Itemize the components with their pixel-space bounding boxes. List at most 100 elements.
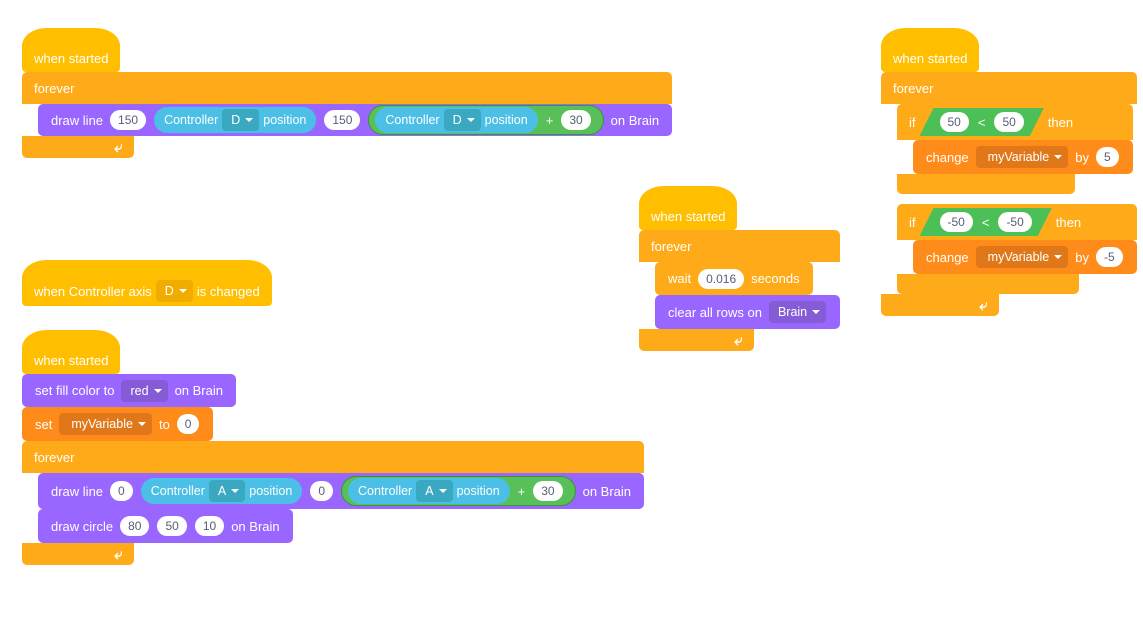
forever-body[interactable]: if 50 < 50 then change (897, 104, 1137, 294)
hat-block-when-started[interactable]: when started (22, 28, 121, 72)
draw-circle-radius-input[interactable]: 10 (194, 516, 225, 536)
draw-line-x1-input[interactable]: 0 (110, 481, 133, 501)
clear-all-rows-block[interactable]: clear all rows on Brain (655, 295, 841, 329)
draw-line-y1-input[interactable]: 0 (310, 481, 334, 501)
if-block[interactable]: if 50 < 50 then change (897, 104, 1133, 194)
controller-axis-dropdown[interactable]: A (416, 480, 453, 502)
less-than-right-input[interactable]: 50 (994, 112, 1023, 132)
script-stack-draw-line-a[interactable]: when started set fill color to red on Br… (22, 330, 645, 565)
forever-footer[interactable]: ⤷ (22, 543, 134, 565)
draw-line-block[interactable]: draw line 150 Controller D position 150 (38, 104, 673, 136)
device-dropdown[interactable]: Brain (768, 301, 827, 323)
variable-name-value: myVariable (987, 150, 1050, 164)
script-stack-controller-axis-hat[interactable]: when Controller axis D is changed (22, 260, 272, 306)
variable-name-value: myVariable (987, 250, 1050, 264)
forever-footer[interactable]: ⤷ (881, 294, 999, 316)
change-variable-prefix-label: change (926, 249, 969, 265)
forever-block[interactable]: forever if 50 < 50 then (881, 72, 1137, 316)
less-than-hexagon[interactable]: -50 < -50 (920, 208, 1052, 236)
operator-symbol: + (545, 112, 554, 128)
hat-label: when started (34, 352, 109, 368)
variable-name-value: myVariable (71, 417, 133, 431)
if-body[interactable]: change myVariable by 5 (913, 140, 1133, 174)
variable-dropdown[interactable]: myVariable (975, 146, 1069, 168)
forever-header[interactable]: forever (22, 72, 673, 104)
controller-axis-dropdown[interactable]: A (208, 480, 246, 502)
script-stack-if-variable[interactable]: when started forever if 50 < 50 (881, 28, 1137, 316)
controller-position-reporter-2[interactable]: Controller A position (348, 478, 510, 504)
controller-suffix-label: position (249, 484, 293, 498)
change-variable-block[interactable]: change myVariable by -5 (913, 240, 1137, 274)
controller-position-reporter-1[interactable]: Controller A position (140, 478, 303, 504)
draw-circle-block[interactable]: draw circle 80 50 10 on Brain (38, 509, 293, 543)
forever-header[interactable]: forever (639, 230, 841, 262)
script-stack-draw-line-d[interactable]: when started forever draw line 150 Contr… (22, 28, 673, 158)
draw-circle-x-input[interactable]: 80 (120, 516, 150, 536)
controller-prefix-label: Controller (150, 484, 205, 498)
change-variable-value-input[interactable]: 5 (1096, 147, 1119, 167)
draw-line-block[interactable]: draw line 0 Controller A position 0 Co (38, 473, 645, 509)
if-footer[interactable] (897, 174, 1075, 194)
draw-line-x1-input[interactable]: 150 (110, 110, 147, 130)
set-variable-block[interactable]: set myVariable to 0 (22, 407, 214, 441)
forever-header[interactable]: forever (881, 72, 1137, 104)
draw-line-y1-input[interactable]: 150 (324, 110, 361, 130)
forever-block[interactable]: forever draw line 0 Controller A positio… (22, 441, 645, 565)
forever-footer[interactable]: ⤷ (22, 136, 134, 158)
wait-prefix-label: wait (668, 271, 692, 286)
chevron-down-icon (245, 118, 254, 122)
forever-block[interactable]: forever draw line 150 Controller D posit… (22, 72, 673, 158)
controller-prefix-label: Controller (385, 113, 440, 127)
change-variable-prefix-label: change (926, 149, 969, 165)
controller-position-reporter-1[interactable]: Controller D position (154, 107, 317, 133)
add-operator-block[interactable]: Controller A position + 30 (341, 476, 576, 506)
controller-axis-dropdown[interactable]: D (443, 109, 481, 131)
less-than-operator-block[interactable]: -50 < -50 (920, 208, 1052, 236)
forever-body[interactable]: draw line 0 Controller A position 0 Co (38, 473, 645, 543)
less-than-symbol: < (977, 114, 986, 130)
less-than-operator-block[interactable]: 50 < 50 (920, 108, 1044, 136)
add-operator-block[interactable]: Controller D position + 30 (368, 105, 604, 135)
if-header[interactable]: if 50 < 50 then (897, 104, 1133, 140)
hat-block-when-started[interactable]: when started (22, 330, 121, 374)
forever-body[interactable]: wait 0.016 seconds clear all rows on Bra… (655, 262, 841, 329)
operand-input[interactable]: 30 (533, 481, 563, 501)
controller-position-reporter-2[interactable]: Controller D position (375, 107, 538, 133)
controller-axis-dropdown[interactable]: D (222, 109, 260, 131)
if-header[interactable]: if -50 < -50 then (897, 204, 1137, 240)
controller-suffix-label: position (484, 113, 528, 127)
controller-axis-value: D (231, 113, 241, 127)
forever-header[interactable]: forever (22, 441, 645, 473)
if-footer[interactable] (897, 274, 1079, 294)
fill-color-dropdown[interactable]: red (121, 379, 168, 402)
less-than-hexagon[interactable]: 50 < 50 (920, 108, 1044, 136)
controller-axis-dropdown[interactable]: D (155, 280, 193, 302)
forever-block[interactable]: forever wait 0.016 seconds clear all row… (639, 230, 841, 351)
variable-dropdown[interactable]: myVariable (59, 413, 152, 435)
forever-label: forever (34, 80, 75, 96)
hat-label: when started (893, 50, 968, 66)
script-stack-clear-rows[interactable]: when started forever wait 0.016 seconds … (639, 186, 841, 351)
variable-dropdown[interactable]: myVariable (975, 246, 1069, 268)
set-variable-value-input[interactable]: 0 (176, 414, 200, 434)
change-variable-value-input[interactable]: -5 (1096, 247, 1123, 267)
forever-footer[interactable]: ⤷ (639, 329, 754, 351)
set-fill-color-block[interactable]: set fill color to red on Brain (22, 374, 236, 407)
less-than-right-input[interactable]: -50 (998, 212, 1031, 232)
then-label: then (1047, 114, 1074, 130)
wait-block[interactable]: wait 0.016 seconds (655, 262, 813, 295)
forever-body[interactable]: draw line 150 Controller D position 150 (38, 104, 673, 136)
if-block[interactable]: if -50 < -50 then change (897, 204, 1137, 294)
hat-block-when-controller-axis-changed[interactable]: when Controller axis D is changed (22, 260, 272, 306)
forever-label: forever (651, 238, 692, 254)
operand-input[interactable]: 30 (561, 110, 591, 130)
less-than-left-input[interactable]: 50 (940, 112, 969, 132)
hat-block-when-started[interactable]: when started (881, 28, 980, 72)
wait-seconds-input[interactable]: 0.016 (698, 268, 745, 289)
if-body[interactable]: change myVariable by -5 (913, 240, 1137, 274)
change-variable-block[interactable]: change myVariable by 5 (913, 140, 1133, 174)
less-than-left-input[interactable]: -50 (940, 212, 973, 232)
draw-circle-y-input[interactable]: 50 (157, 516, 187, 536)
hat-block-when-started[interactable]: when started (639, 186, 738, 230)
